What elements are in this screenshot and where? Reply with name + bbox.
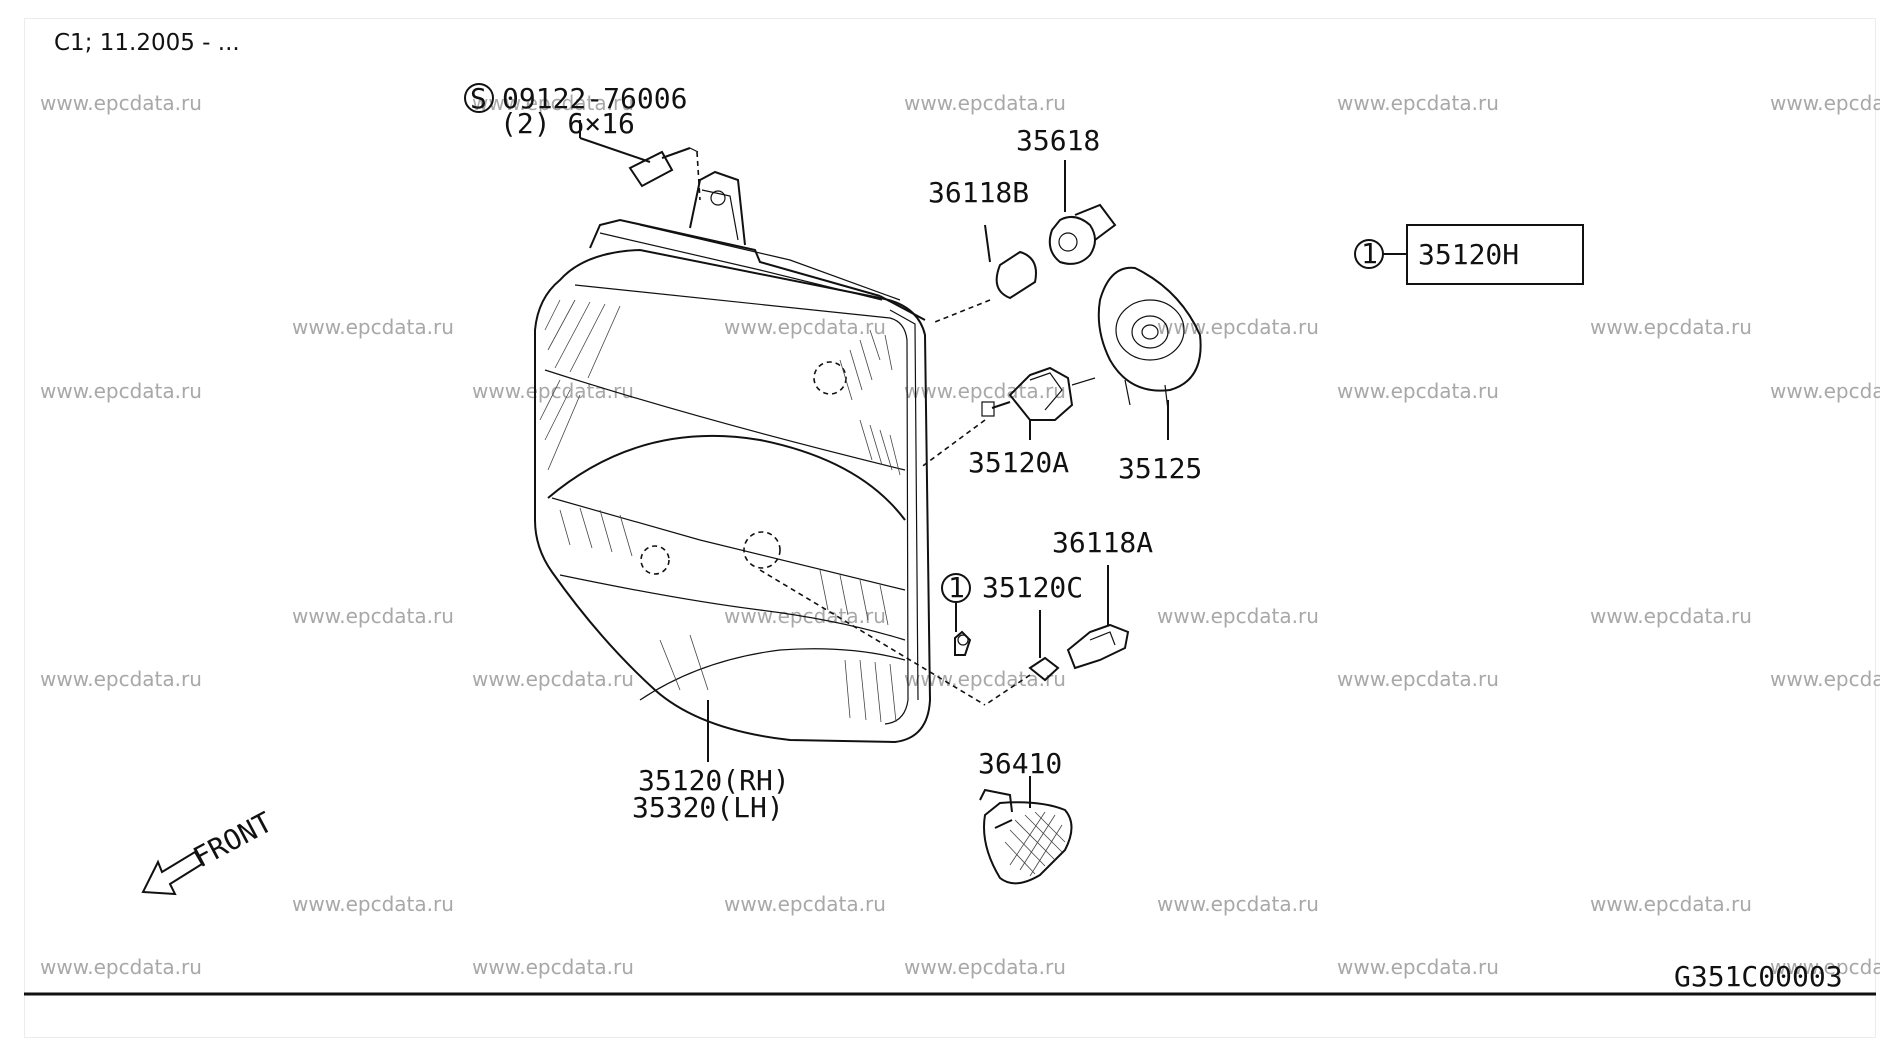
watermark-text: www.epcdata.ru <box>724 604 886 628</box>
dust-cover-35125-drawing <box>1097 266 1202 440</box>
watermark-text: www.epcdata.ru <box>1157 892 1319 916</box>
watermark-text: www.epcdata.ru <box>472 379 634 403</box>
headlamp-assembly-drawing <box>534 170 932 762</box>
part-number-35120c: 35120C <box>982 571 1083 604</box>
watermark-text: www.epcdata.ru <box>292 315 454 339</box>
watermark-text: www.epcdata.ru <box>1770 91 1880 115</box>
watermark-text: www.epcdata.ru <box>472 667 634 691</box>
bolt-code-label: S <box>470 82 487 115</box>
part-number-35320-lh: 35320(LH) <box>632 791 784 824</box>
front-label: FRONT <box>188 805 278 874</box>
watermark-text: www.epcdata.ru <box>292 604 454 628</box>
watermark-text: www.epcdata.ru <box>904 379 1066 403</box>
bolt-part-number: 09122-76006 <box>502 82 687 115</box>
bulb-36118b-drawing <box>934 224 1037 323</box>
socket-35618-drawing <box>1048 160 1117 265</box>
bulb-35120c-drawing <box>759 569 1060 706</box>
part-number-35618: 35618 <box>1016 124 1100 157</box>
watermarks: www.epcdata.ru www.epcdata.ru www.epcdat… <box>40 91 1880 979</box>
socket-36118a-drawing <box>1066 565 1130 670</box>
applicability-label: C1; 11.2005 - ... <box>54 30 240 56</box>
part-number-35125: 35125 <box>1118 452 1202 485</box>
set-reference-number: 1 <box>1361 237 1378 270</box>
diagram-code: G351C00003 <box>1674 960 1843 993</box>
watermark-text: www.epcdata.ru <box>40 379 202 403</box>
part-number-36118a: 36118A <box>1052 526 1153 559</box>
watermark-text: www.epcdata.ru <box>1337 667 1499 691</box>
set-callout: 1 35120H <box>1354 224 1584 285</box>
watermark-text: www.epcdata.ru <box>1337 955 1499 979</box>
reference-number: 1 <box>948 571 965 604</box>
watermark-text: www.epcdata.ru <box>472 91 634 115</box>
watermark-text: www.epcdata.ru <box>904 955 1066 979</box>
watermark-text: www.epcdata.ru <box>1337 379 1499 403</box>
watermark-text: www.epcdata.ru <box>40 955 202 979</box>
diagram-frame <box>24 18 1876 1038</box>
set-part-box <box>1406 224 1584 285</box>
watermark-text: www.epcdata.ru <box>1590 604 1752 628</box>
watermark-text: www.epcdata.ru <box>724 892 886 916</box>
side-marker-36410-drawing <box>979 776 1073 885</box>
watermark-text: www.epcdata.ru <box>1590 315 1752 339</box>
watermark-text: www.epcdata.ru <box>904 91 1066 115</box>
part-number-35120a: 35120A <box>968 446 1069 479</box>
watermark-text: www.epcdata.ru <box>1157 604 1319 628</box>
front-arrow-icon <box>141 850 204 896</box>
part-number-36118b: 36118B <box>928 176 1029 209</box>
watermark-text: www.epcdata.ru <box>1590 892 1752 916</box>
watermark-text: www.epcdata.ru <box>904 667 1066 691</box>
bolt-spec-label: (2) 6×16 <box>500 107 635 140</box>
watermark-text: www.epcdata.ru <box>40 91 202 115</box>
watermark-text: www.epcdata.ru <box>292 892 454 916</box>
set-part-number: 35120H <box>1418 238 1519 271</box>
watermark-text: www.epcdata.ru <box>40 667 202 691</box>
bolt-code-circle <box>464 83 494 113</box>
part-number-35120-rh: 35120(RH) <box>638 764 790 797</box>
watermark-text: www.epcdata.ru <box>1770 955 1880 979</box>
watermark-text: www.epcdata.ru <box>1770 379 1880 403</box>
watermark-text: www.epcdata.ru <box>472 955 634 979</box>
front-direction-indicator: FRONT <box>141 805 278 896</box>
bolt-drawing <box>579 120 701 201</box>
watermark-text: www.epcdata.ru <box>1770 667 1880 691</box>
bulb-35120a-drawing <box>919 366 1096 469</box>
clip-drawing <box>954 630 972 656</box>
part-number-36410: 36410 <box>978 747 1062 780</box>
watermark-text: www.epcdata.ru <box>724 315 886 339</box>
watermark-text: www.epcdata.ru <box>1337 91 1499 115</box>
part-labels: S 09122-76006 (2) 6×16 35618 36118B 3512… <box>464 82 1202 824</box>
